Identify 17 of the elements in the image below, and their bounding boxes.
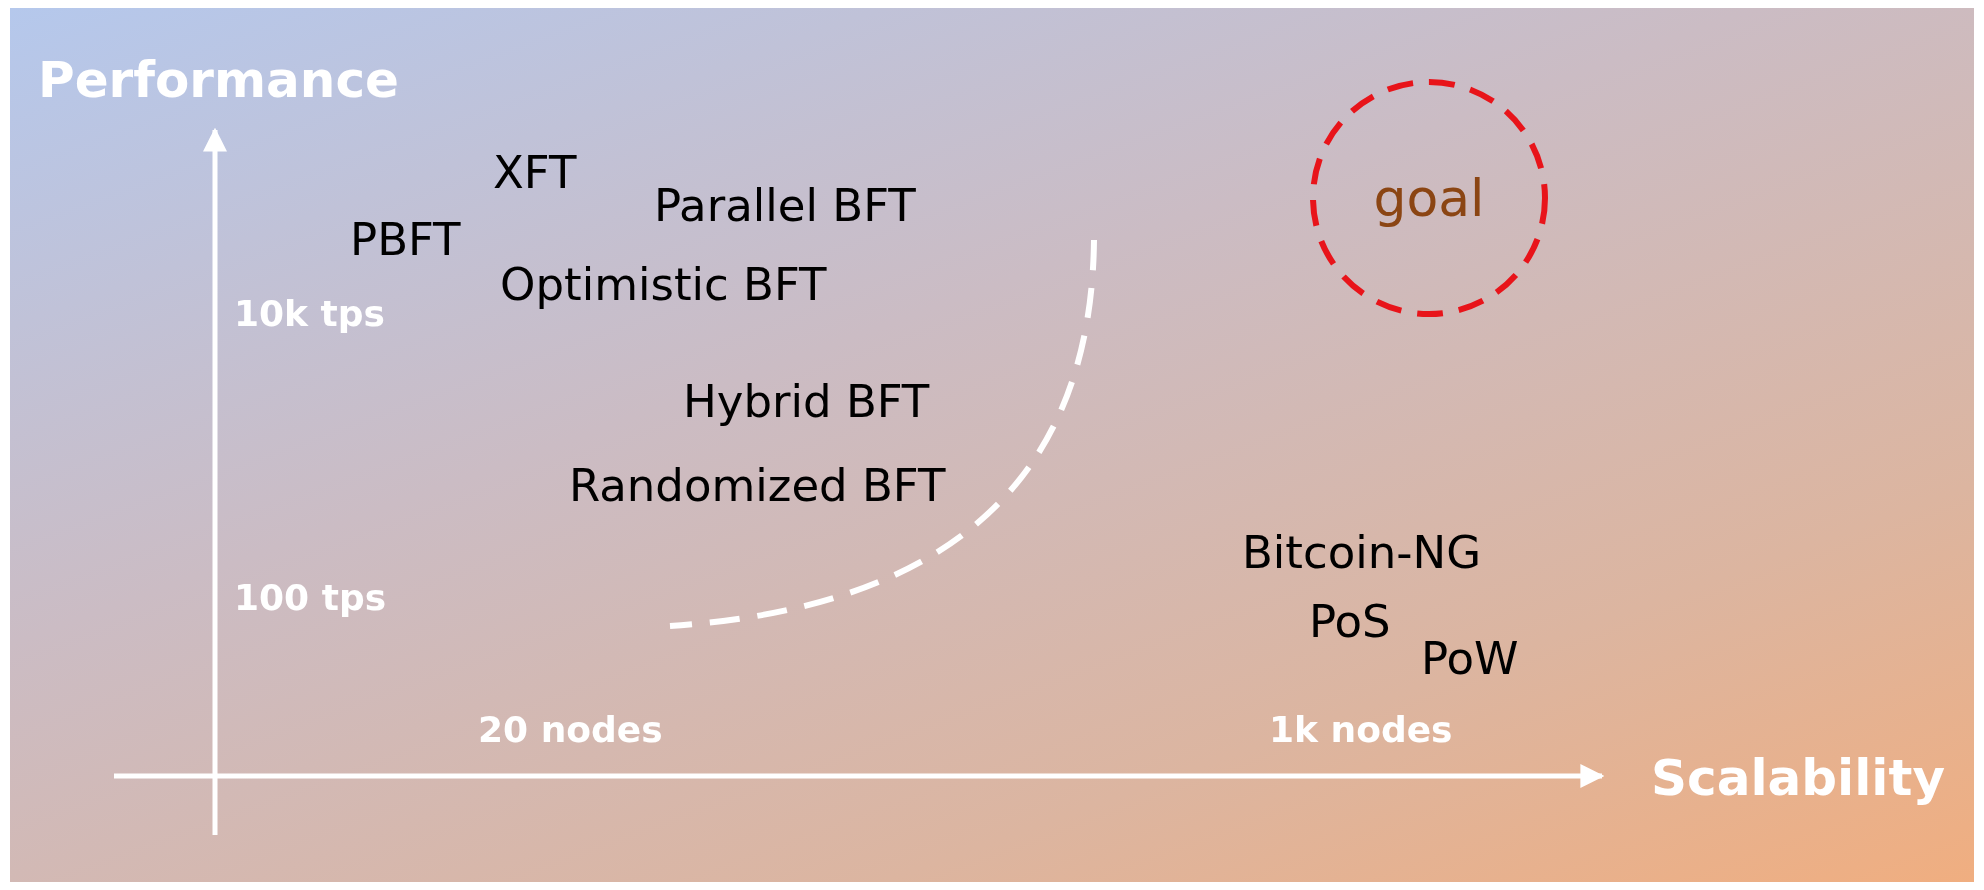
- goal-circle: [1309, 78, 1549, 318]
- axis-title: Scalability: [1651, 750, 1945, 806]
- method-label: Optimistic BFT: [500, 260, 827, 310]
- tick-label: 100 tps: [234, 578, 387, 618]
- axis-title: Performance: [38, 52, 399, 108]
- method-label: PBFT: [350, 215, 461, 265]
- tick-label: 10k tps: [234, 294, 385, 334]
- tick-label: 1k nodes: [1269, 710, 1453, 750]
- method-label: Hybrid BFT: [683, 377, 930, 427]
- method-label: PoS: [1309, 597, 1391, 647]
- method-label: Bitcoin-NG: [1242, 528, 1482, 578]
- goal-text: goal: [1373, 168, 1485, 228]
- tick-label: 20 nodes: [478, 710, 663, 750]
- method-label: Randomized BFT: [569, 461, 946, 511]
- method-label: Parallel BFT: [654, 181, 916, 231]
- method-label: XFT: [493, 148, 577, 198]
- method-label: PoW: [1421, 634, 1519, 684]
